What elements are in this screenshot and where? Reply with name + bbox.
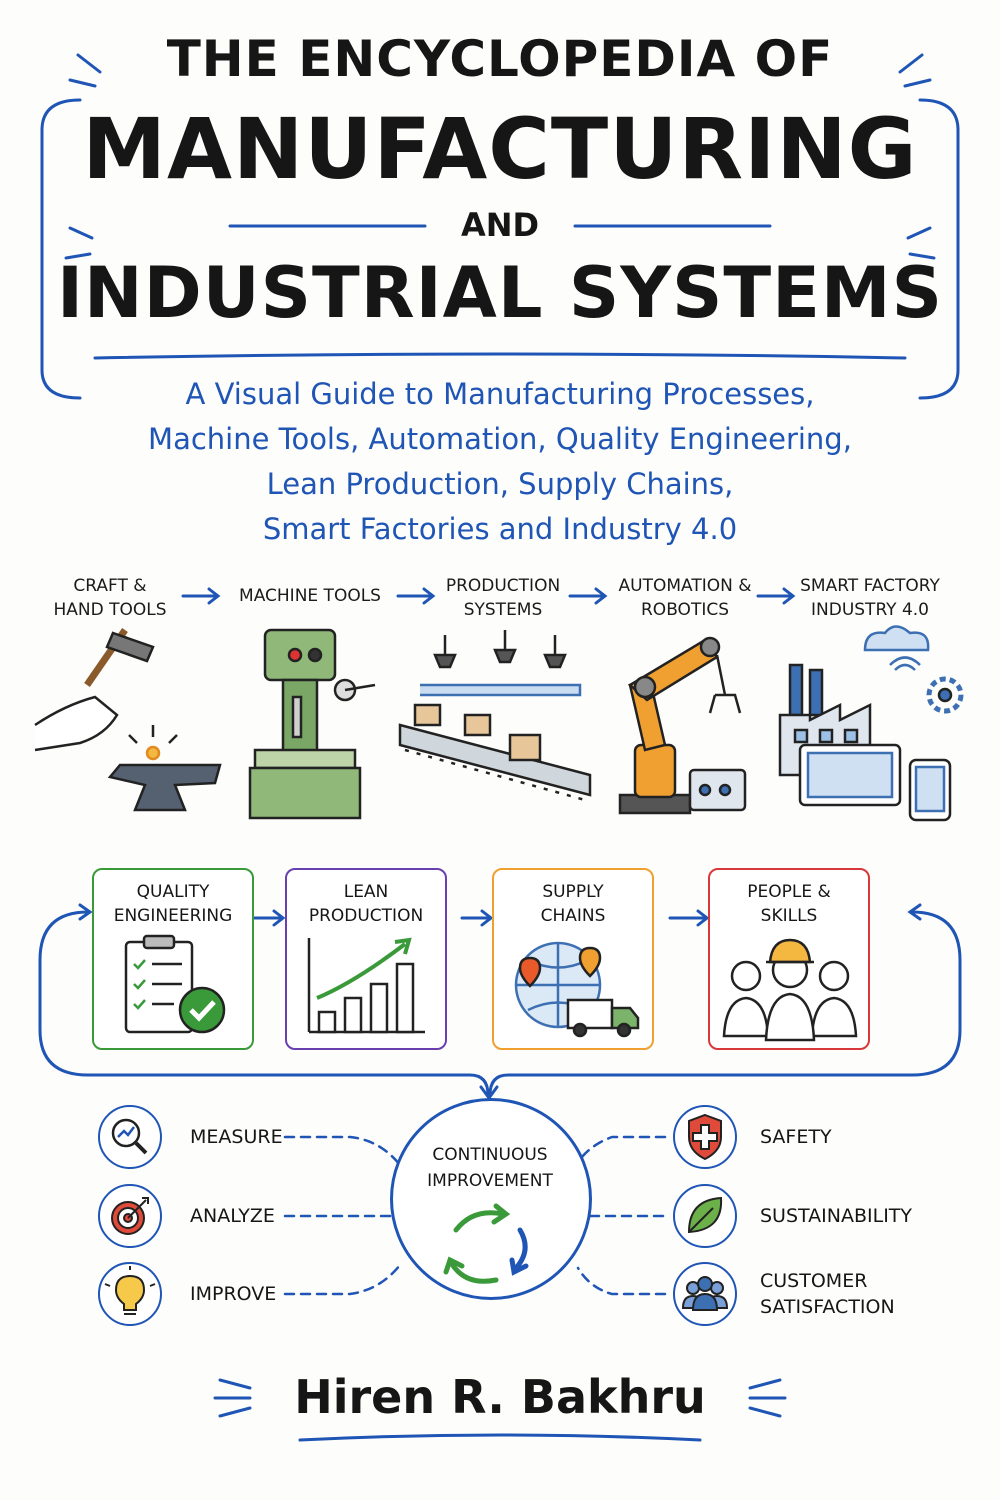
leaf-icon xyxy=(673,1184,737,1248)
pillar-label-line: QUALITY xyxy=(136,882,210,902)
pillar-label-line: PRODUCTION xyxy=(308,906,424,926)
stage-label-line: INDUSTRY 4.0 xyxy=(811,600,929,620)
sustainability-label: SUSTAINABILITY xyxy=(760,1205,913,1227)
side-label-line: CUSTOMER xyxy=(760,1270,868,1292)
workers-icon xyxy=(722,938,858,1042)
author-name: Hiren R. Bakhru xyxy=(294,1370,706,1424)
improve-label: IMPROVE xyxy=(190,1283,277,1305)
conveyor-icon xyxy=(398,630,592,802)
growth-chart-icon xyxy=(307,937,425,1034)
subtitle-line: Machine Tools, Automation, Quality Engin… xyxy=(148,422,852,456)
lightbulb-icon xyxy=(98,1262,162,1326)
continuous-improvement-label: CONTINUOUS IMPROVEMENT xyxy=(400,1142,580,1194)
globe-truck-icon xyxy=(514,941,640,1038)
subtitle-line: Lean Production, Supply Chains, xyxy=(266,467,734,501)
pillar-lean-production: LEAN PRODUCTION xyxy=(285,868,447,1050)
stage-label-line: PRODUCTION xyxy=(445,576,561,596)
hammer-anvil-icon xyxy=(34,628,222,812)
stage-label-line: MACHINE TOOLS xyxy=(239,586,381,606)
pillar-label: PEOPLE & SKILLS xyxy=(710,880,868,928)
stage-label-automation: AUTOMATION & ROBOTICS xyxy=(600,574,770,622)
pillar-label-line: SUPPLY xyxy=(542,882,604,902)
cycle-label-line: IMPROVEMENT xyxy=(427,1171,553,1191)
subtitle-line: Smart Factories and Industry 4.0 xyxy=(262,512,738,546)
stage-label-machine-tools: MACHINE TOOLS xyxy=(225,584,395,608)
pillar-label: SUPPLY CHAINS xyxy=(494,880,652,928)
subtitle-line: A Visual Guide to Manufacturing Processe… xyxy=(185,377,815,411)
stage-label-craft: CRAFT & HAND TOOLS xyxy=(25,574,195,622)
robot-arm-icon xyxy=(618,636,747,815)
pillar-label-line: PEOPLE & xyxy=(747,882,831,902)
stage-label-line: HAND TOOLS xyxy=(53,600,167,620)
measure-label: MEASURE xyxy=(190,1126,283,1148)
stage-label-line: SYSTEMS xyxy=(463,600,543,620)
cycle-arrows-icon xyxy=(443,1203,529,1284)
stage-label-production: PRODUCTION SYSTEMS xyxy=(418,574,588,622)
title-line-1: THE ENCYCLOPEDIA OF xyxy=(166,30,834,88)
pillar-people-skills: PEOPLE & SKILLS xyxy=(708,868,870,1050)
title-line-4: INDUSTRIAL SYSTEMS xyxy=(57,252,943,334)
pillar-label-line: SKILLS xyxy=(760,906,818,926)
smart-factory-icon xyxy=(778,625,964,822)
continuous-improvement-circle xyxy=(390,1098,592,1300)
checklist-icon xyxy=(124,934,226,1034)
pillar-label: QUALITY ENGINEERING xyxy=(94,880,252,928)
side-label-line: SATISFACTION xyxy=(760,1296,895,1318)
stage-label-line: CRAFT & xyxy=(73,576,147,596)
stage-label-line: ROBOTICS xyxy=(641,600,729,620)
target-icon xyxy=(98,1184,162,1248)
pillar-label-line: CHAINS xyxy=(540,906,606,926)
analyze-label: ANALYZE xyxy=(190,1205,275,1227)
pillar-supply-chains: SUPPLY CHAINS xyxy=(492,868,654,1050)
pillar-label-line: ENGINEERING xyxy=(113,906,233,926)
pillar-quality-engineering: QUALITY ENGINEERING xyxy=(92,868,254,1050)
title-and: AND xyxy=(460,206,540,244)
magnifier-chart-icon xyxy=(98,1105,162,1169)
stage-label-line: SMART FACTORY xyxy=(800,576,940,596)
pillar-label-line: LEAN xyxy=(343,882,389,902)
subtitle: A Visual Guide to Manufacturing Processe… xyxy=(60,372,940,552)
title-main: MANUFACTURING xyxy=(82,100,918,198)
cycle-label-line: CONTINUOUS xyxy=(432,1145,548,1165)
stage-label-smart-factory: SMART FACTORY INDUSTRY 4.0 xyxy=(785,574,955,622)
safety-label: SAFETY xyxy=(760,1126,832,1148)
shield-cross-icon xyxy=(673,1105,737,1169)
customer-satisfaction-label: CUSTOMER SATISFACTION xyxy=(760,1268,895,1320)
pillar-label: LEAN PRODUCTION xyxy=(287,880,445,928)
stage-label-line: AUTOMATION & xyxy=(618,576,752,596)
people-group-icon xyxy=(673,1262,737,1326)
drill-press-icon xyxy=(248,628,376,820)
